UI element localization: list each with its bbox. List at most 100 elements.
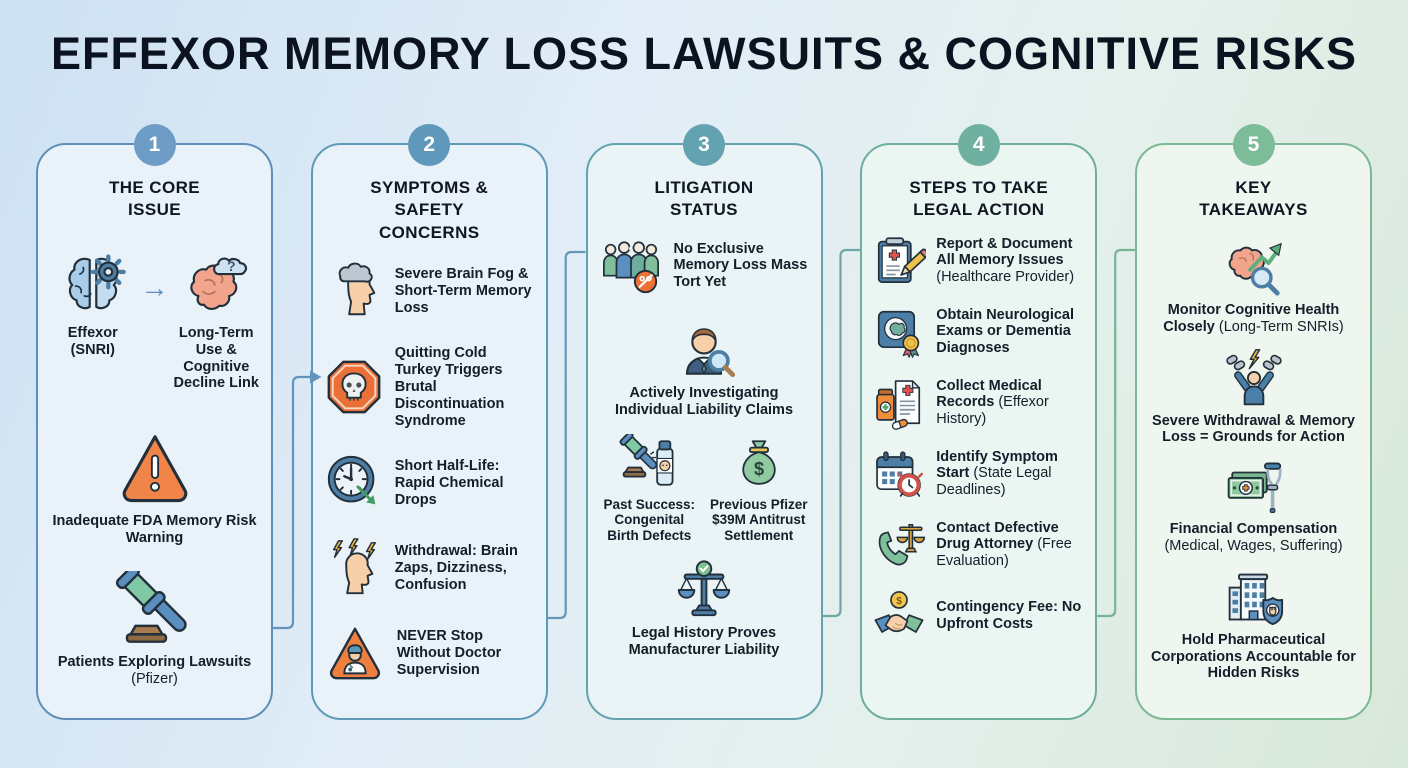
step-number-badge: 3 [683, 124, 725, 166]
list-item: Obtain Neurological Exams or Dementia Di… [872, 305, 1085, 359]
item-text-bold: Inadequate FDA Memory Risk Warning [52, 513, 257, 546]
phone-scales-icon [872, 518, 926, 572]
settlement-item: $ Previous Pfizer $39M Antitrust Settlem… [707, 434, 811, 544]
calendar-alarm-icon [872, 447, 926, 501]
past-cases-group: Past Success: Congenital Birth Defects $… [598, 433, 811, 544]
broken-chains-person-icon [1223, 348, 1285, 408]
arrow-right-icon: → [140, 271, 169, 303]
item-label: Severe Withdrawal & Memory Loss = Ground… [1147, 413, 1360, 447]
item-text-normal: (Medical, Wages, Suffering) [1164, 537, 1343, 554]
step-number-badge: 2 [408, 124, 451, 166]
item-label: Severe Brain Fog & Short-Term Memory Los… [395, 266, 536, 316]
clipboard-pencil-icon [872, 234, 927, 288]
item-label: Contingency Fee: No Upfront Costs [936, 599, 1085, 633]
list-item: Identify Symptom Start (State Legal Dead… [872, 447, 1085, 501]
svg-text:$: $ [896, 596, 902, 607]
item-text-normal: (State Legal Deadlines) [936, 465, 1052, 499]
medical-records-icon [872, 376, 926, 430]
item-text-bold: Short Half-Life: Rapid Chemical Drops [394, 458, 504, 508]
skull-stop-sign-icon [323, 356, 385, 418]
building-shield-fist-icon [1221, 567, 1287, 627]
brain-question-icon: ? [178, 250, 254, 320]
svg-text:?: ? [227, 259, 236, 275]
gavel-icon [113, 570, 197, 649]
brain-fog-head-icon [323, 260, 385, 322]
investigator-magnifier-icon [668, 312, 740, 380]
card-title: THE CORE ISSUE [108, 178, 201, 220]
handshake-coin-icon: $ [872, 589, 926, 643]
item-text-bold: Patients Exploring Lawsuits [57, 653, 252, 670]
withdrawal-grounds-item: Severe Withdrawal & Memory Loss = Ground… [1147, 348, 1360, 447]
svg-text:$: $ [754, 458, 764, 478]
item-label: Obtain Neurological Exams or Dementia Di… [936, 307, 1085, 357]
item-text-bold: Contingency Fee: No Upfront Costs [936, 599, 1082, 632]
card-litigation-status: 3 LITIGATION STATUS [585, 124, 823, 720]
no-mass-tort-crowd-icon [598, 235, 664, 297]
birth-defects-item: Past Success: Congenital Birth Defects [598, 433, 702, 544]
item-label: Hold Pharmaceutical Corporations Account… [1147, 632, 1360, 682]
item-label: Collect Medical Records (Effexor History… [936, 378, 1085, 428]
clock-drop-icon [323, 452, 385, 514]
item-label: No Exclusive Memory Loss Mass Tort Yet [674, 241, 811, 291]
item-label: Identify Symptom Start (State Legal Dead… [936, 449, 1085, 499]
item-text-bold: Withdrawal: Brain Zaps, Dizziness, Confu… [394, 543, 518, 593]
list-item: Contact Defective Drug Attorney (Free Ev… [872, 518, 1085, 572]
item-text-bold: Severe Brain Fog & Short-Term Memory Los… [394, 266, 532, 316]
list-item: Withdrawal: Brain Zaps, Dizziness, Confu… [323, 537, 536, 599]
cards-row: 1 THE CORE ISSUE [36, 124, 1372, 720]
step-number-badge: 5 [1232, 124, 1275, 166]
card-key-takeaways: 5 KEY TAKEAWAYS Monitor Cogni [1135, 124, 1372, 720]
item-text-normal: (Long-Term SNRIs) [1218, 318, 1344, 335]
item-text-bold: Identify Symptom Start [936, 448, 1058, 482]
item-text-bold: Quitting Cold Turkey Triggers Brutal Dis… [394, 345, 505, 429]
item-text-bold: Legal History Proves Manufacturer Liabil… [628, 625, 780, 659]
step-number-badge: 1 [133, 124, 176, 166]
accountability-item: Hold Pharmaceutical Corporations Account… [1147, 567, 1360, 682]
item-label: Previous Pfizer $39M Antitrust Settlemen… [707, 497, 811, 544]
money-bag-icon: $ [730, 434, 788, 492]
list-item: $ Contingency Fee: No Upfront Costs [872, 589, 1085, 643]
gavel-bottle-icon [619, 433, 679, 492]
item-label: Report & Document All Memory Issues (Hea… [936, 236, 1085, 286]
item-label: Contact Defective Drug Attorney (Free Ev… [936, 520, 1085, 570]
item-label: Financial Compensation (Medical, Wages, … [1147, 521, 1360, 555]
warning-triangle-icon [111, 428, 199, 508]
effexor-item: Effexor (SNRI) [48, 250, 138, 359]
item-text-bold: Actively Investigating Individual Liabil… [614, 384, 794, 418]
scales-check-icon [671, 558, 737, 620]
list-item: No Exclusive Memory Loss Mass Tort Yet [598, 235, 811, 297]
lawsuits-item: Patients Exploring Lawsuits (Pfizer) [48, 570, 261, 688]
item-text-bold: Financial Compensation [1169, 521, 1338, 538]
brain-trend-magnifier-icon [1221, 235, 1287, 297]
item-text-bold: Past Success: Congenital Birth Defects [603, 496, 696, 543]
monitor-health-item: Monitor Cognitive Health Closely (Long-T… [1147, 235, 1360, 336]
page-title: EFFEXOR MEMORY LOSS LAWSUITS & COGNITIVE… [50, 28, 1358, 79]
item-label: Inadequate FDA Memory Risk Warning [48, 513, 261, 547]
item-text-bold: Report & Document All Memory Issues [936, 235, 1073, 269]
item-label: Patients Exploring Lawsuits (Pfizer) [48, 654, 261, 688]
item-label: Past Success: Congenital Birth Defects [598, 497, 702, 544]
investigation-item: Actively Investigating Individual Liabil… [598, 312, 811, 419]
item-text-bold: Obtain Neurological Exams or Dementia Di… [936, 306, 1075, 357]
item-text-normal: (Healthcare Provider) [936, 269, 1075, 286]
brain-exam-medal-icon [872, 305, 926, 359]
item-text-bold: Hold Pharmaceutical Corporations Account… [1151, 631, 1356, 682]
item-label: Withdrawal: Brain Zaps, Dizziness, Confu… [395, 543, 536, 593]
card-symptoms: 2 SYMPTOMS & SAFETY CONCERNS Severe Brai… [310, 124, 548, 720]
item-label: NEVER Stop Without Doctor Supervision [397, 628, 536, 678]
brain-zaps-head-icon [323, 537, 385, 599]
item-label: Long-Term Use & Cognitive Decline Link [173, 324, 259, 392]
card-title: LITIGATION STATUS [654, 178, 754, 220]
cognitive-decline-item: ? Long-Term Use & Cognitive Decline Link [172, 250, 262, 392]
card-title: KEY TAKEAWAYS [1199, 178, 1308, 220]
card-core-issue: 1 THE CORE ISSUE [36, 124, 273, 720]
item-text-bold: Previous Pfizer $39M Antitrust Settlemen… [709, 496, 808, 543]
item-label: Short Half-Life: Rapid Chemical Drops [395, 458, 536, 508]
item-label: Actively Investigating Individual Liabil… [598, 385, 811, 419]
item-text-normal: (Free Evaluation) [936, 536, 1072, 570]
card-title: SYMPTOMS & SAFETY CONCERNS [370, 178, 489, 242]
list-item: Severe Brain Fog & Short-Term Memory Los… [323, 260, 536, 322]
item-text-bold: NEVER Stop Without Doctor Supervision [396, 628, 502, 678]
cash-crutch-icon [1221, 458, 1287, 516]
